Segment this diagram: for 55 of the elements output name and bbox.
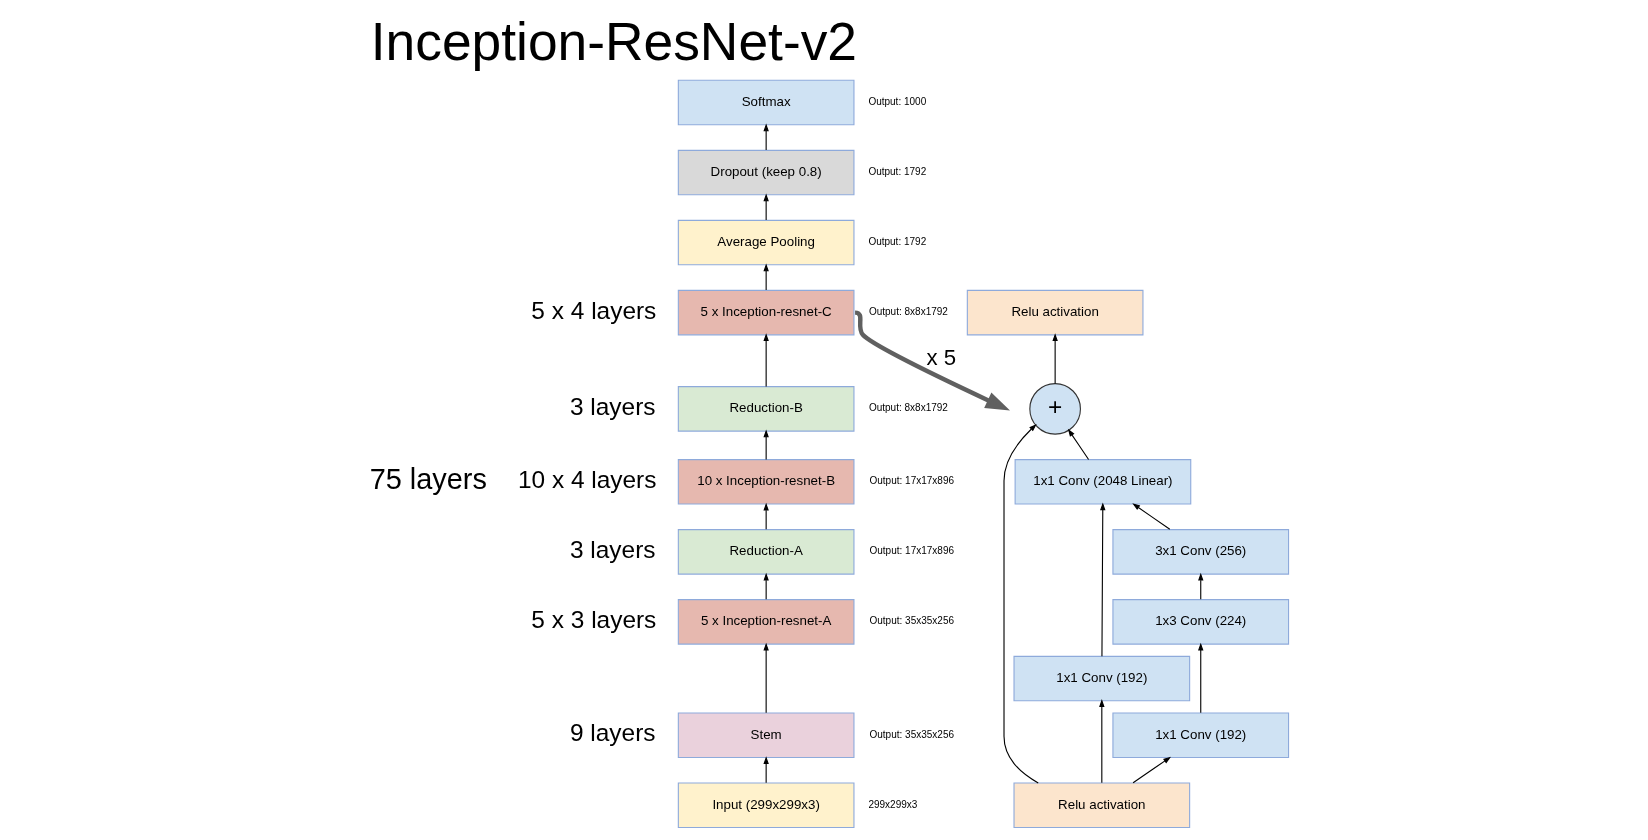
node-box: 5 x Inception-resnet-A [677, 599, 854, 645]
node-box: Relu activation [966, 289, 1143, 336]
arrow [1067, 428, 1089, 461]
arrow [762, 333, 769, 387]
node-label: 5 x 4 layers [530, 296, 656, 324]
arrow [1132, 756, 1171, 784]
arrow [1051, 333, 1058, 385]
node-label: Output: 35x35x256 [869, 728, 954, 740]
arrow [1002, 424, 1039, 784]
node-label: Output: 1792 [867, 166, 926, 177]
node-box: 5 x Inception-resnet-C [677, 289, 854, 336]
arrow [1098, 699, 1105, 784]
node-label: Output: 1000 [867, 95, 926, 107]
arrow [854, 310, 1010, 411]
arrow [762, 642, 769, 714]
node-box: Reduction-B [677, 386, 854, 432]
node-box: 1x1 Conv (192) [1111, 712, 1289, 759]
diagram-title: Inception-ResNet-v2 [370, 11, 857, 71]
arrow [762, 756, 769, 784]
node-label: Output: 35x35x256 [869, 615, 954, 627]
arrow [762, 429, 769, 461]
node-box: Input (299x299x3) [677, 782, 854, 829]
arrow [762, 263, 769, 291]
node-box: Stem [677, 712, 854, 759]
node-box: Softmax [677, 79, 854, 126]
arrow [1197, 642, 1203, 714]
node-label: 5 x 3 layers [530, 606, 656, 634]
arrow [762, 572, 769, 600]
arrow [1131, 503, 1170, 530]
node-label: 3 layers [569, 536, 656, 564]
node-label: Output: 8x8x1792 [868, 402, 948, 414]
node-box: 10 x Inception-resnet-B [677, 459, 854, 505]
label: 75 layers [369, 462, 487, 495]
node-box: Reduction-A [677, 529, 854, 575]
node-label: Output: 8x8x1792 [868, 306, 948, 318]
node-label: Output: 1792 [867, 236, 926, 248]
node-label: 10 x 4 layers [517, 466, 656, 494]
node-box: 3x1 Conv (256) [1111, 529, 1289, 575]
node-label: 9 layers [569, 719, 656, 747]
node-label: 3 layers [569, 393, 656, 421]
arrow [762, 193, 769, 221]
arrow [1197, 572, 1203, 600]
node-box: Dropout (keep 0.8) [677, 149, 854, 196]
node-label: 299x299x3 [867, 798, 917, 810]
node-box: Relu activation [1012, 782, 1190, 829]
node-box: 1x1 Conv (192) [1012, 655, 1190, 702]
node-box: 1x3 Conv (224) [1111, 599, 1289, 645]
arrow [762, 502, 769, 530]
node-label: Output: 17x17x896 [869, 475, 954, 487]
arrow [1099, 502, 1105, 657]
arrow [762, 123, 769, 151]
node-box: 1x1 Conv (2048 Linear) [1014, 459, 1191, 505]
node-box: Average Pooling [677, 219, 854, 266]
node-label: Output: 17x17x896 [869, 545, 954, 557]
edge-label: x 5 [925, 344, 956, 370]
